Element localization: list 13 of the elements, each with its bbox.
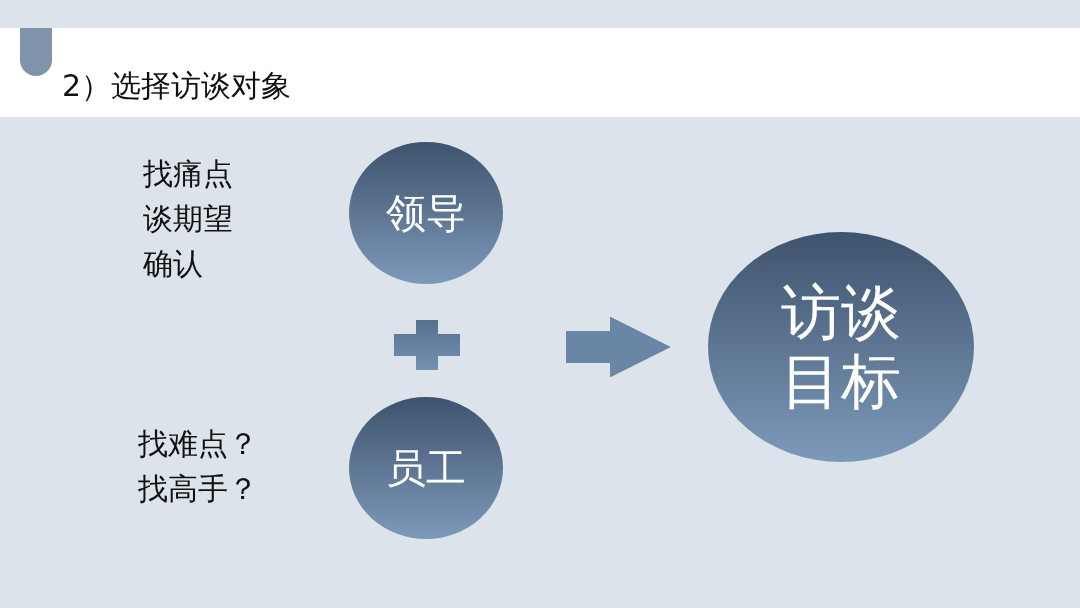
note-text: 找痛点 bbox=[143, 156, 233, 192]
node-label: 员工 bbox=[386, 445, 466, 491]
circle-node bbox=[349, 397, 503, 539]
circle-node bbox=[349, 142, 503, 284]
node-label: 访谈目标 bbox=[780, 278, 902, 416]
note-text: 谈期望 bbox=[143, 201, 233, 237]
node-label: 领导 bbox=[386, 190, 466, 236]
arrow bbox=[566, 316, 671, 378]
note-text: 确认 bbox=[143, 246, 203, 282]
circle-node bbox=[708, 232, 974, 462]
title: 2）选择访谈对象 bbox=[62, 67, 292, 105]
note-text: 找高手？ bbox=[138, 471, 258, 507]
note-text: 找难点？ bbox=[138, 426, 258, 462]
